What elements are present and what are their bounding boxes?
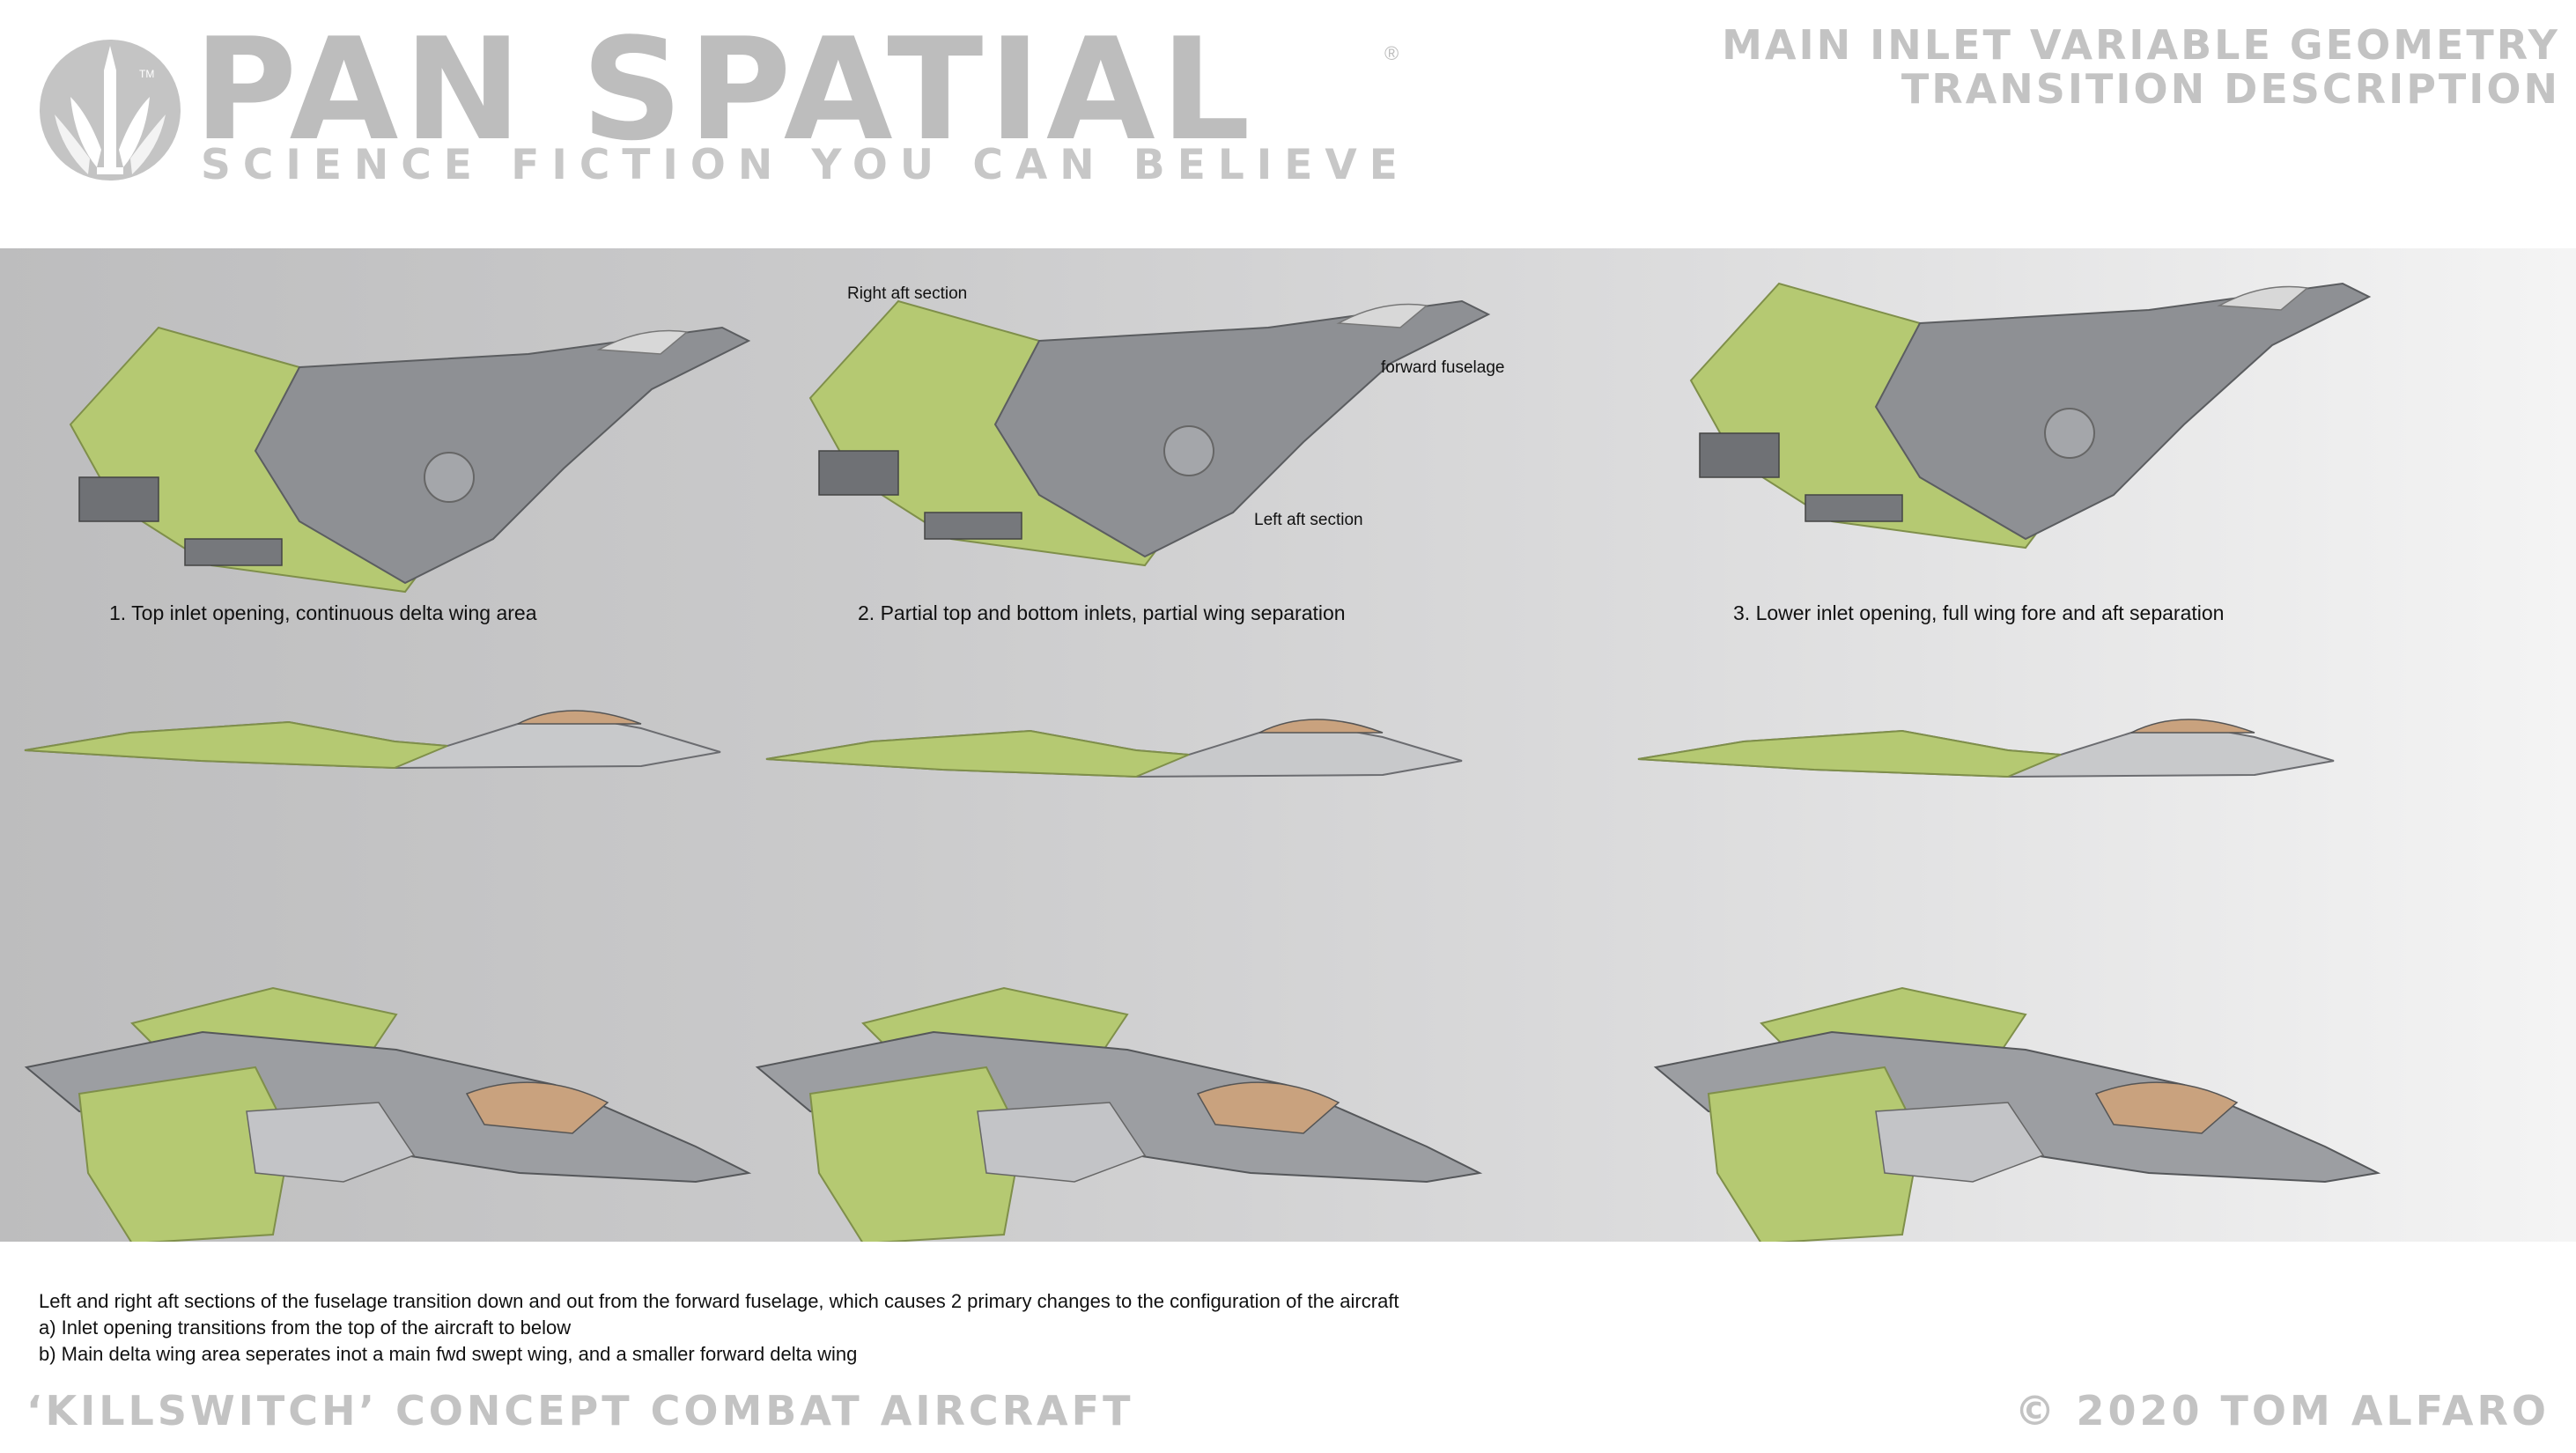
callout-left-aft-section: Left aft section	[1254, 511, 1363, 529]
stage-3-caption: 3. Lower inlet opening, full wing fore a…	[1733, 601, 2225, 624]
stage-2-caption: 2. Partial top and bottom inlets, partia…	[858, 601, 1346, 624]
stage-3-underside-view	[1690, 283, 2370, 549]
document-title-line-1: MAIN INLET VARIABLE GEOMETRY	[1722, 21, 2560, 69]
description-line: b) Main delta wing area seperates inot a…	[39, 1343, 858, 1365]
stage-2-oblique-view	[757, 987, 1480, 1242]
project-title: ‘KILLSWITCH’ CONCEPT COMBAT AIRCRAFT	[26, 1387, 1134, 1435]
stage-3-oblique-view	[1655, 987, 2379, 1242]
stage-1-underside-view	[70, 327, 749, 593]
stage-1-side-view	[24, 710, 721, 769]
description-line: a) Inlet opening transitions from the to…	[39, 1317, 572, 1339]
callout-right-aft-section: Right aft section	[847, 284, 968, 303]
brand-tagline: SCIENCE FICTION YOU CAN BELIEVE	[201, 141, 1410, 189]
stage-1-oblique-view	[26, 987, 749, 1242]
document-title-line-2: TRANSITION DESCRIPTION	[1901, 65, 2560, 113]
callout-forward-fuselage: forward fuselage	[1381, 358, 1505, 377]
registered-mark: ®	[1384, 42, 1399, 64]
stage-2-underside-view	[809, 300, 1489, 566]
description-line: Left and right aft sections of the fusel…	[39, 1290, 1399, 1312]
stage-2-side-view	[765, 719, 1463, 778]
brand-name: PAN SPATIAL	[194, 7, 1256, 172]
pan-spatial-emblem-icon: TM	[40, 40, 181, 181]
copyright-notice: © 2020 TOM ALFARO	[2014, 1387, 2550, 1435]
aircraft-illustrations	[24, 283, 2379, 1242]
logo-tm-mark: TM	[139, 68, 154, 80]
stage-1-caption: 1. Top inlet opening, continuous delta w…	[109, 601, 537, 624]
stage-3-side-view	[1637, 719, 2335, 778]
